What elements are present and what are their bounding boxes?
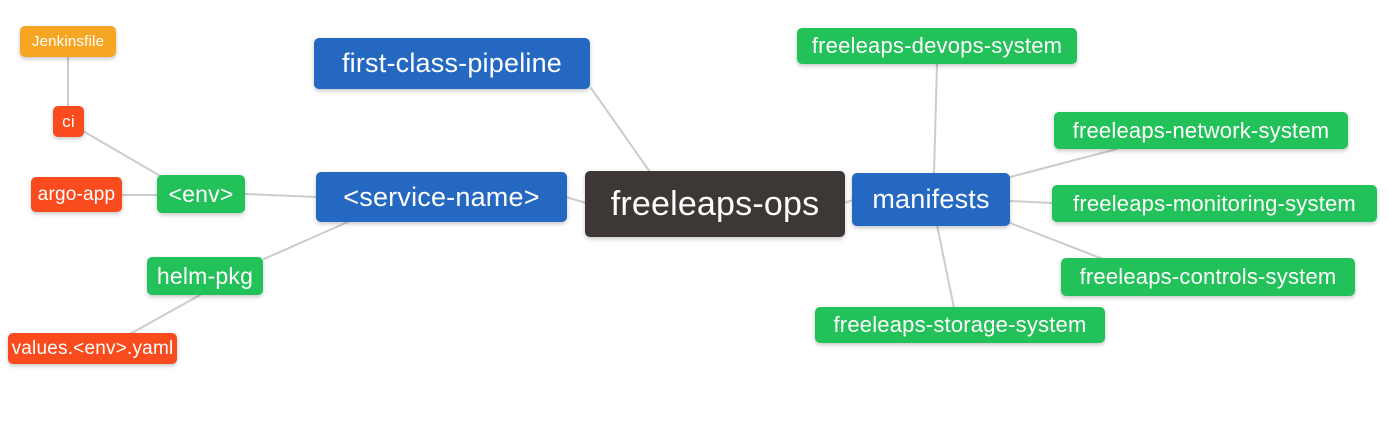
edge-root-manifests (843, 199, 854, 204)
edge-manifests-devops-system (933, 63, 938, 175)
node-root-freeleaps-ops[interactable]: freeleaps-ops (585, 171, 845, 237)
node-manifests[interactable]: manifests (852, 173, 1010, 226)
edge-manifests-controls-system (1009, 222, 1104, 260)
node-helm-pkg[interactable]: helm-pkg (147, 257, 263, 295)
node-ci[interactable]: ci (53, 106, 84, 137)
edge-manifests-network-system (1009, 148, 1118, 178)
edge-service-name-root (565, 196, 587, 204)
node-env[interactable]: <env> (157, 175, 245, 213)
node-freeleaps-storage-system[interactable]: freeleaps-storage-system (815, 307, 1105, 343)
node-argo-app[interactable]: argo-app (31, 177, 122, 212)
node-freeleaps-controls-system[interactable]: freeleaps-controls-system (1061, 258, 1355, 296)
edge-ci-env (82, 130, 163, 178)
edge-service-name-helm-pkg (263, 220, 351, 260)
edge-manifests-monitoring-system (1009, 200, 1054, 204)
node-freeleaps-network-system[interactable]: freeleaps-network-system (1054, 112, 1348, 149)
node-service-name[interactable]: <service-name> (316, 172, 567, 222)
node-freeleaps-monitoring-system[interactable]: freeleaps-monitoring-system (1052, 185, 1377, 222)
edge-first-class-pipeline-root (590, 87, 651, 173)
node-jenkinsfile[interactable]: Jenkinsfile (20, 26, 116, 57)
node-values-env-yaml[interactable]: values.<env>.yaml (8, 333, 177, 364)
node-first-class-pipeline[interactable]: first-class-pipeline (314, 38, 590, 89)
node-freeleaps-devops-system[interactable]: freeleaps-devops-system (797, 28, 1077, 64)
edge-helm-pkg-values-yaml (129, 294, 201, 335)
edge-env-service-name (244, 193, 318, 198)
edge-manifests-storage-system (936, 224, 955, 309)
